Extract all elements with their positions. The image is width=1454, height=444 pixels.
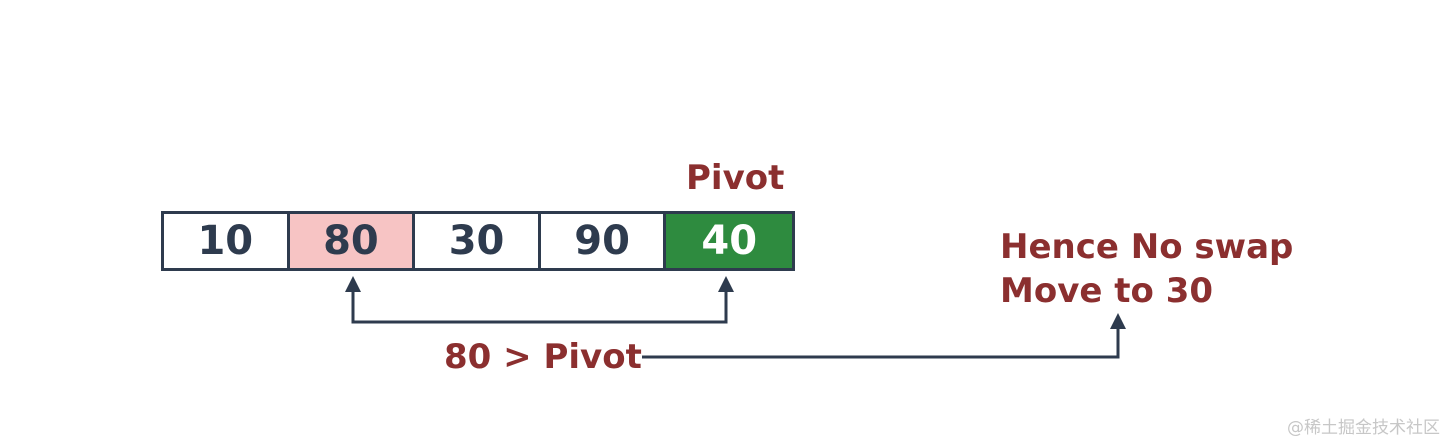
array-cell-3: 90 (540, 214, 667, 268)
comparison-bracket (351, 290, 728, 324)
arrow-up-icon (1110, 313, 1126, 329)
result-connector (642, 328, 1120, 359)
array-cell-0: 10 (164, 214, 290, 268)
array: 10 80 30 90 40 (161, 211, 795, 271)
array-cell-4-pivot: 40 (666, 214, 793, 268)
result-line-1: Hence No swap (1000, 227, 1294, 267)
arrow-up-icon (718, 276, 734, 292)
result-line-2: Move to 30 (1000, 271, 1214, 311)
array-cell-1-compared: 80 (289, 214, 416, 268)
result-text: Hence No swap Move to 30 (1000, 225, 1293, 313)
array-cell-2: 30 (415, 214, 541, 268)
comparison-label: 80 > Pivot (444, 337, 642, 377)
pivot-label: Pivot (686, 158, 785, 198)
watermark: @稀土掘金技术社区 (1287, 418, 1440, 438)
arrow-up-icon (345, 276, 361, 292)
